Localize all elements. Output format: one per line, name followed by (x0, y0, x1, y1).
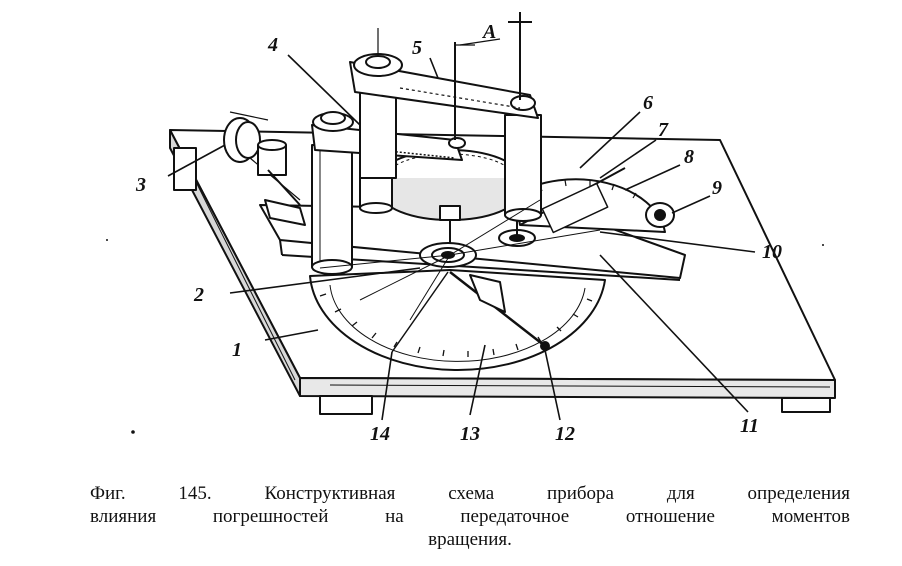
leader-lines (167, 54, 756, 421)
large-protractor (309, 269, 606, 372)
label-6: 6 (643, 92, 653, 114)
label-3: 3 (135, 174, 146, 196)
axis-a (377, 12, 532, 140)
label-a: A (481, 21, 496, 43)
caption-line-1: Фиг. 145. Конструктивная схема прибора д… (90, 483, 850, 504)
column-4 (311, 144, 353, 275)
label-1: 1 (232, 339, 242, 361)
radial-lines (319, 199, 601, 321)
label-13: 13 (460, 423, 480, 445)
label-2: 2 (193, 284, 204, 306)
gear-disc (379, 149, 521, 260)
figure-caption: Фиг. 145. Конструктивная схема прибора д… (90, 482, 850, 551)
label-9: 9 (712, 177, 722, 199)
label-10: 10 (762, 241, 782, 263)
knob-3 (223, 111, 306, 226)
knob-9 (645, 202, 675, 228)
label-4: 4 (267, 34, 278, 56)
label-5: 5 (412, 37, 422, 59)
label-11: 11 (740, 415, 759, 437)
label-8: 8 (684, 146, 694, 168)
caption-line-3: вращения. (428, 529, 512, 550)
label-12: 12 (555, 423, 575, 445)
device-diagram: 1 2 3 4 5 6 7 8 9 10 11 12 13 14 A (106, 12, 836, 445)
caption-line-2: влияния погрешностей на передаточное отн… (90, 506, 850, 527)
label-14: 14 (370, 423, 390, 445)
label-7: 7 (658, 119, 669, 141)
lever-arm-5 (349, 53, 539, 119)
